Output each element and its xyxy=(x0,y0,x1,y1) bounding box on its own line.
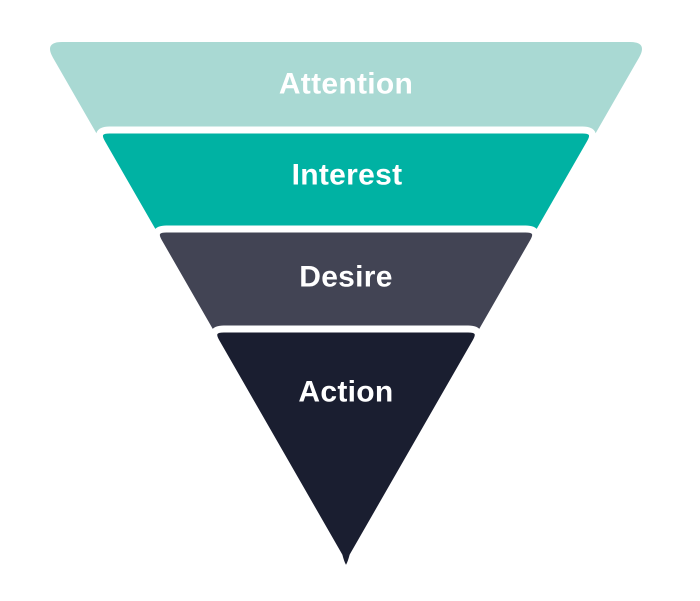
funnel-layer-action-shape xyxy=(210,325,482,573)
funnel-label-interest: Interest xyxy=(292,159,403,192)
funnel-label-attention: Attention xyxy=(279,68,413,101)
funnel-label-desire: Desire xyxy=(299,261,393,294)
funnel-layer-attention-shape xyxy=(50,42,642,138)
funnel-label-action: Action xyxy=(298,376,393,409)
